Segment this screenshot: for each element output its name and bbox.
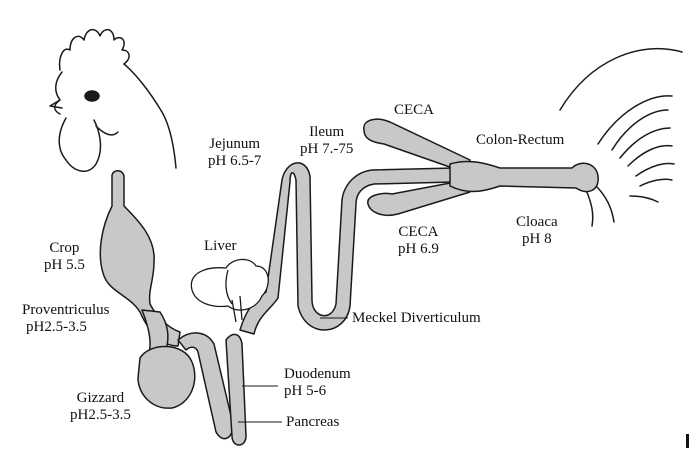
cloaca-feather-2 (585, 189, 594, 227)
edge-mark (686, 434, 689, 448)
jejunum-name: Jejunum (209, 136, 261, 152)
label-gizzard: Gizzard pH2.5-3.5 (70, 390, 131, 424)
duodenal-loop-outer (177, 332, 234, 440)
label-proventriculus: Proventriculus pH2.5-3.5 (22, 302, 110, 336)
colon-rectum-shape (449, 160, 599, 193)
meckel-name: Meckel Diverticulum (352, 310, 481, 326)
label-ceca-top: CECA (394, 102, 434, 119)
label-ceca-bottom: CECA pH 6.9 (398, 224, 439, 258)
rooster-tail (559, 47, 683, 203)
proventriculus-name: Proventriculus (22, 302, 110, 318)
label-meckel: Meckel Diverticulum (352, 310, 481, 327)
cloaca-ph: pH 8 (522, 231, 552, 247)
digestive-tract (99, 118, 599, 446)
crop-name: Crop (49, 240, 80, 256)
colon-rectum-name: Colon-Rectum (476, 132, 565, 148)
cloaca-feather (595, 185, 615, 223)
pancreas-name: Pancreas (286, 414, 340, 430)
liver-name: Liver (204, 238, 237, 254)
label-liver: Liver (204, 238, 236, 255)
intestinal-loops (239, 162, 455, 335)
label-crop: Crop pH 5.5 (44, 240, 85, 274)
ceca-bottom-ph: pH 6.9 (398, 241, 439, 257)
crop-ph: pH 5.5 (44, 257, 85, 273)
label-cloaca: Cloaca pH 8 (516, 214, 558, 248)
jejunum-ph: pH 6.5-7 (208, 153, 262, 169)
label-colon-rectum: Colon-Rectum (476, 132, 564, 149)
ceca-bottom-name: CECA (398, 224, 439, 240)
gizzard-shape (137, 345, 196, 409)
label-ileum: Ileum pH 7.-75 (300, 124, 353, 158)
duodenal-loop-inner (225, 333, 247, 446)
cloaca-name: Cloaca (516, 214, 558, 230)
label-duodenum: Duodenum pH 5-6 (284, 366, 351, 400)
duodenum-ph: pH 5-6 (284, 383, 327, 399)
label-jejunum: Jejunum pH 6.5-7 (208, 136, 261, 170)
rooster-eye (84, 90, 100, 102)
proventriculus-ph: pH2.5-3.5 (26, 319, 87, 335)
gizzard-name: Gizzard (76, 390, 125, 406)
rooster-head (49, 28, 177, 172)
liver-shape (190, 258, 269, 323)
leader-lines (238, 317, 348, 423)
ileum-name: Ileum (309, 124, 345, 140)
crop-shape (99, 170, 181, 347)
ceca-top-name: CECA (394, 102, 435, 118)
gizzard-ph: pH2.5-3.5 (70, 407, 131, 423)
label-pancreas: Pancreas (286, 414, 339, 431)
ileum-ph: pH 7.-75 (300, 141, 354, 157)
duodenum-name: Duodenum (284, 366, 351, 382)
